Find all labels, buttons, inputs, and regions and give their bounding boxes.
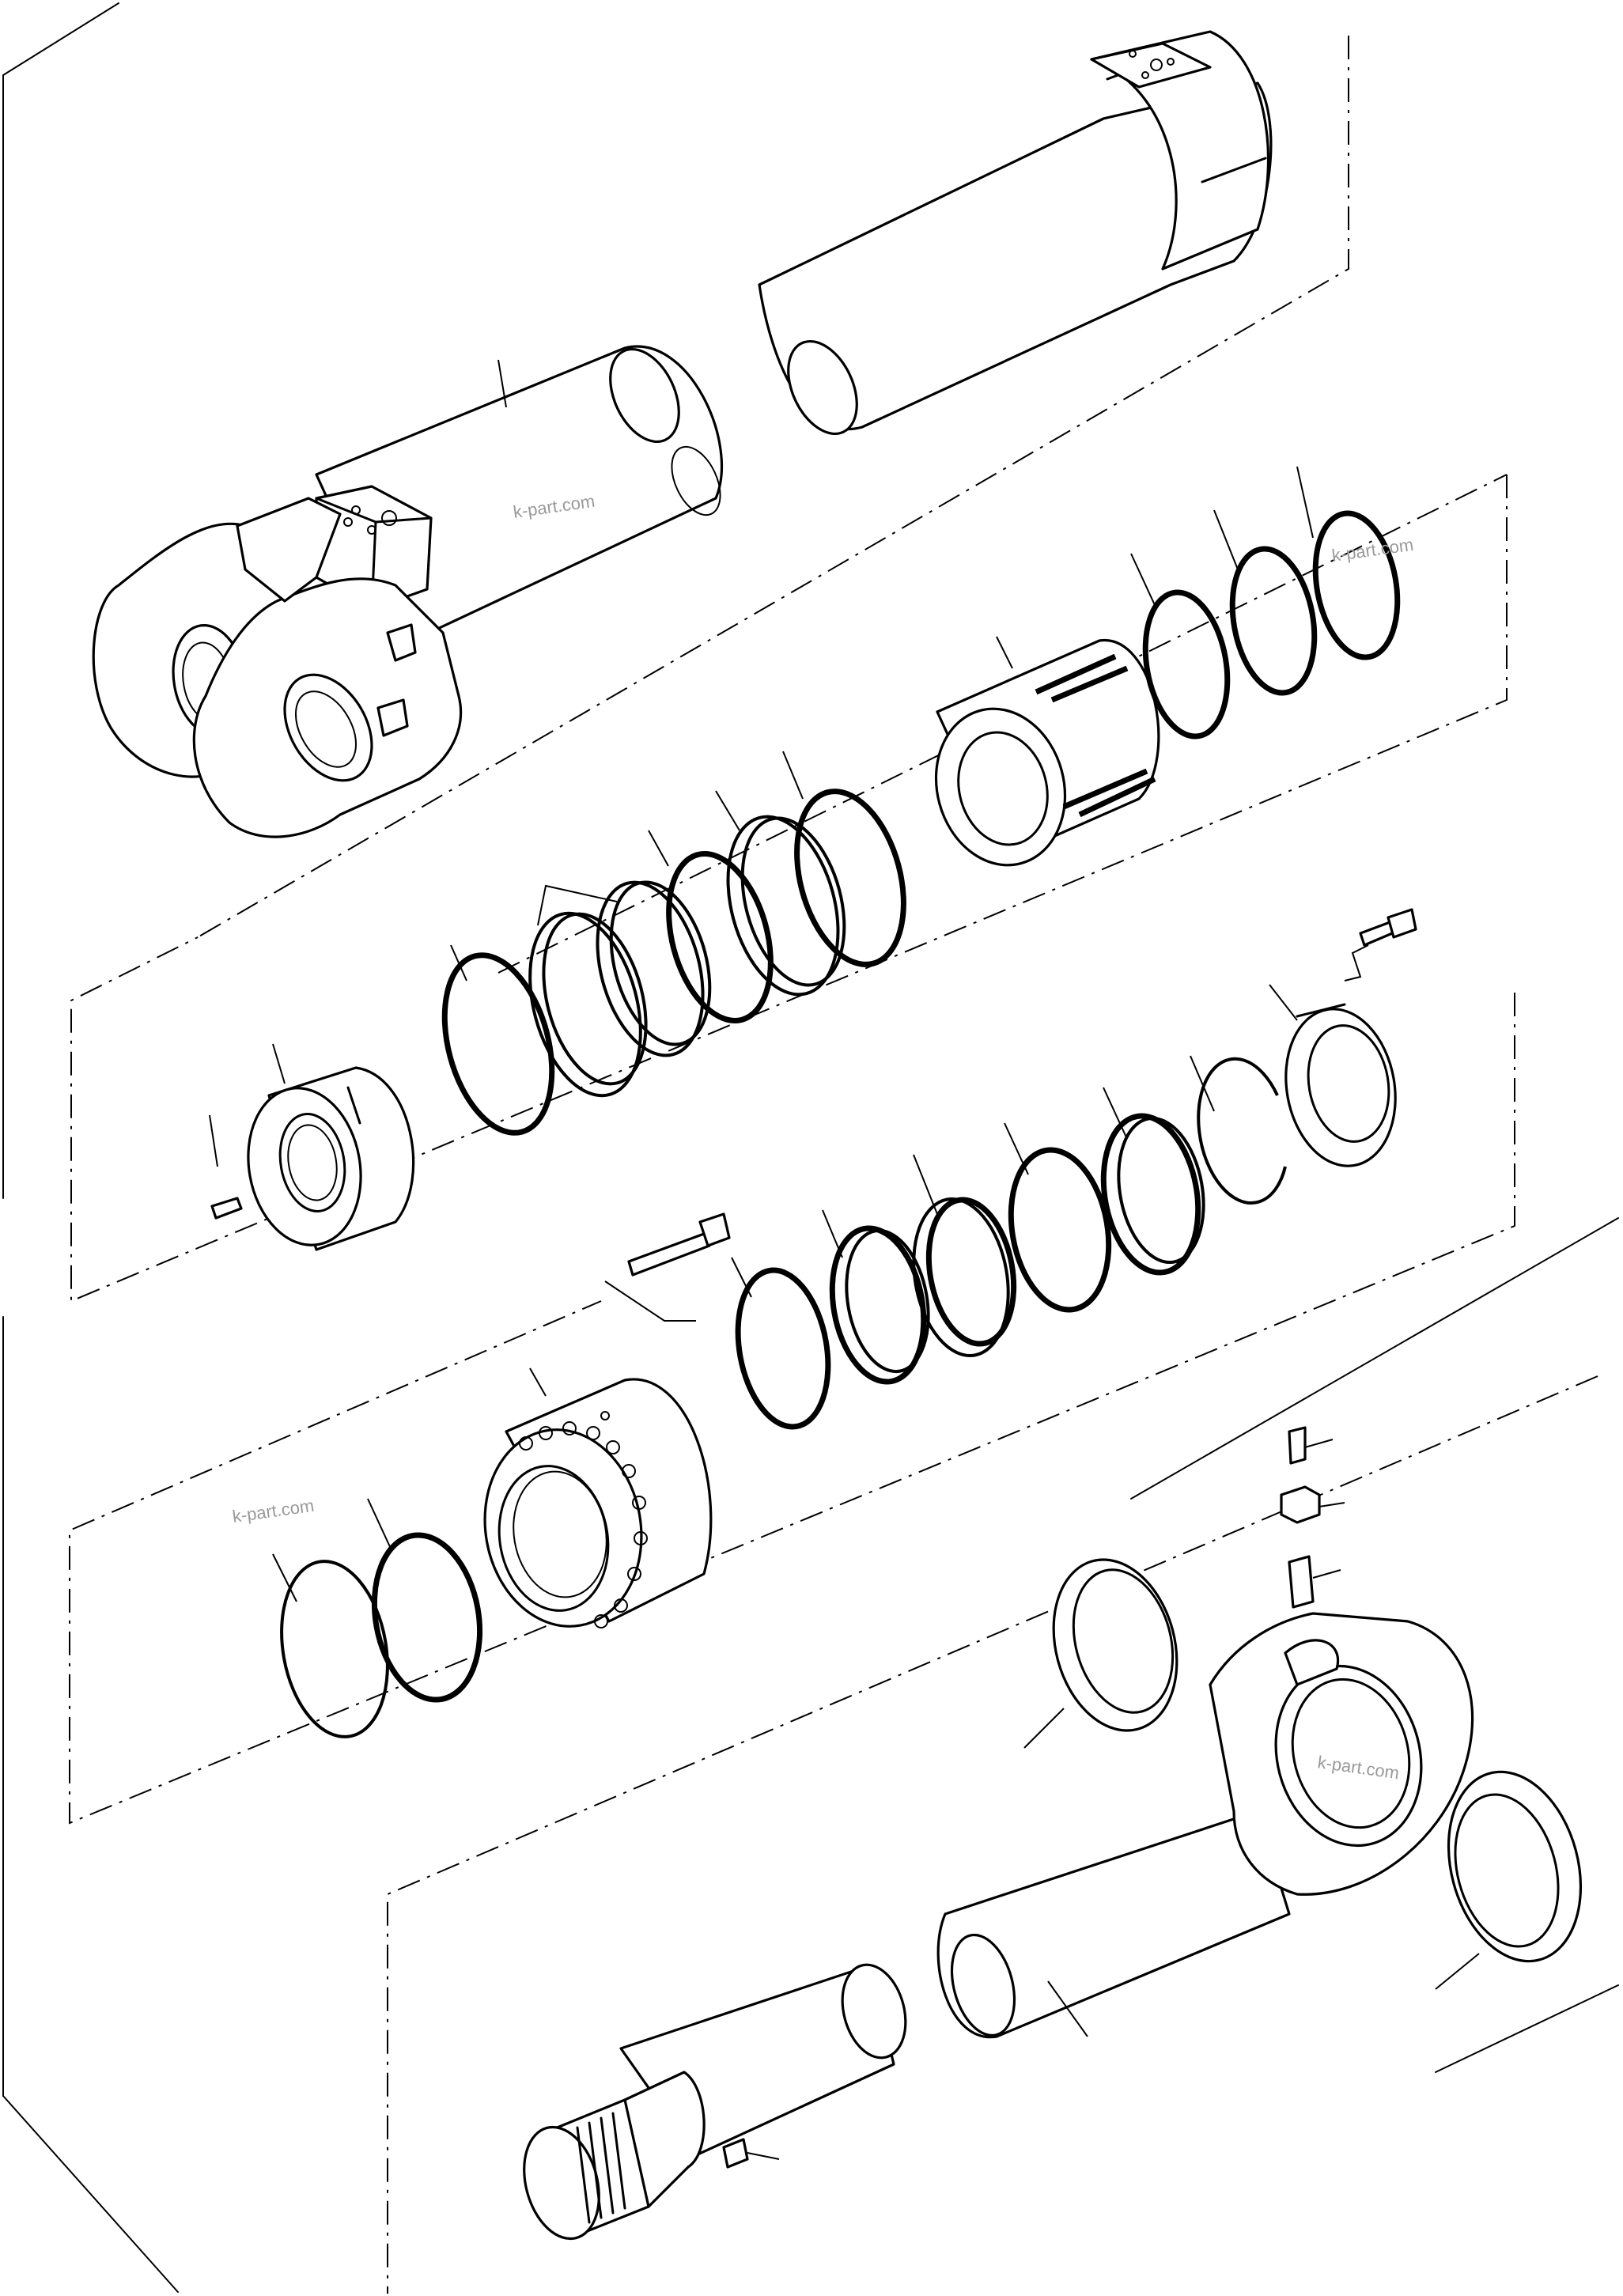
cylinder-tube-with-clevis	[92, 30, 1273, 838]
rod-threaded-end	[523, 1963, 907, 2241]
head-bolt-holes	[519, 1421, 648, 1628]
leader-lines	[209, 359, 1480, 2160]
rod-guide-retainer	[1284, 1003, 1397, 1167]
watermark-2: k-part.com	[1330, 535, 1414, 565]
rod-eye-bushing-left	[1052, 1558, 1178, 1732]
head-o-rings	[280, 1532, 483, 1738]
watermark-3: k-part.com	[231, 1496, 315, 1526]
piston-nut	[210, 1066, 415, 1251]
grease-nipple	[1280, 1426, 1321, 1609]
piston-seal-rings	[1142, 510, 1401, 739]
small-bolt	[1359, 908, 1417, 947]
piston	[934, 639, 1160, 867]
cap-screw	[627, 1212, 731, 1277]
rod-seal-rings	[735, 1057, 1287, 1430]
piston-rod-with-eye	[936, 1612, 1474, 2039]
cylinder-head	[483, 1378, 713, 1628]
gland-seal-stack	[441, 789, 906, 1136]
rod-eye-bushing-right	[1447, 1770, 1583, 1963]
